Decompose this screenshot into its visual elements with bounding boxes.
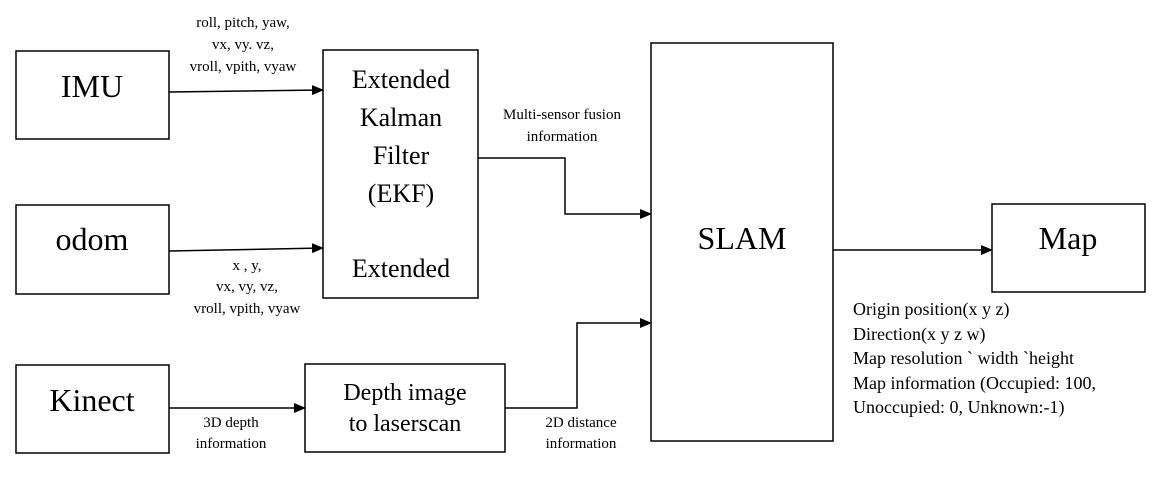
- odom-box: [15, 204, 170, 295]
- ekf-to-slam-arrow: [478, 157, 652, 219]
- kinect-edge-label-line-1: 3D depth: [203, 415, 259, 431]
- ekf-box: [322, 49, 479, 299]
- slam-box: [650, 42, 834, 442]
- odom-edge-label-line-2: vx, vy, vz,: [216, 279, 278, 295]
- imu-label: IMU: [61, 68, 123, 104]
- map-box: [991, 203, 1146, 293]
- ekf-label-line-4: (EKF): [368, 179, 434, 208]
- map-label: Map: [1039, 220, 1098, 256]
- imu-edge-label-line-3: vroll, vpith, vyaw: [190, 59, 297, 75]
- map-info-line-1: Origin position(x y z): [853, 299, 1009, 320]
- imu-edge-label-line-1: roll, pitch, yaw,: [196, 15, 290, 31]
- depth-to-slam-arrow: [505, 318, 652, 409]
- depth-label-line-1: Depth image: [343, 380, 466, 406]
- imu-to-ekf-arrow: [168, 85, 324, 96]
- slam-label: SLAM: [698, 220, 787, 256]
- depth-label-line-2: to laserscan: [349, 411, 462, 437]
- ekf-label-line-2: Kalman: [360, 103, 442, 132]
- map-info-line-4: Map information (Occupied: 100,: [853, 373, 1096, 394]
- ekf-edge-label-line-1: Multi-sensor fusion: [503, 107, 621, 123]
- map-info-line-2: Direction(x y z w): [853, 324, 985, 345]
- map-info-line-5: Unoccupied: 0, Unknown:-1): [853, 397, 1064, 418]
- ekf-label-line-1: Extended: [352, 65, 450, 94]
- ekf-label-line-3: Filter: [373, 141, 430, 170]
- odom-edge-label-line-1: x , y,: [232, 258, 261, 274]
- kinect-box: [15, 364, 170, 454]
- depth-edge-label-line-1: 2D distance: [545, 415, 617, 431]
- ekf-label-line-5: Extended: [352, 254, 450, 283]
- odom-to-ekf-arrow: [168, 243, 324, 254]
- odom-label: odom: [56, 221, 129, 257]
- kinect-edge-label-line-2: information: [196, 436, 267, 452]
- imu-edge-label-line-2: vx, vy. vz,: [212, 37, 274, 53]
- kinect-label: Kinect: [49, 382, 134, 418]
- depth-edge-label-line-2: information: [546, 436, 617, 452]
- map-info-line-3: Map resolution ` width `height: [853, 348, 1074, 368]
- ekf-edge-label-line-2: information: [527, 129, 598, 145]
- imu-box: [15, 50, 170, 140]
- depth-box: [304, 363, 506, 453]
- odom-edge-label-line-3: vroll, vpith, vyaw: [194, 301, 301, 317]
